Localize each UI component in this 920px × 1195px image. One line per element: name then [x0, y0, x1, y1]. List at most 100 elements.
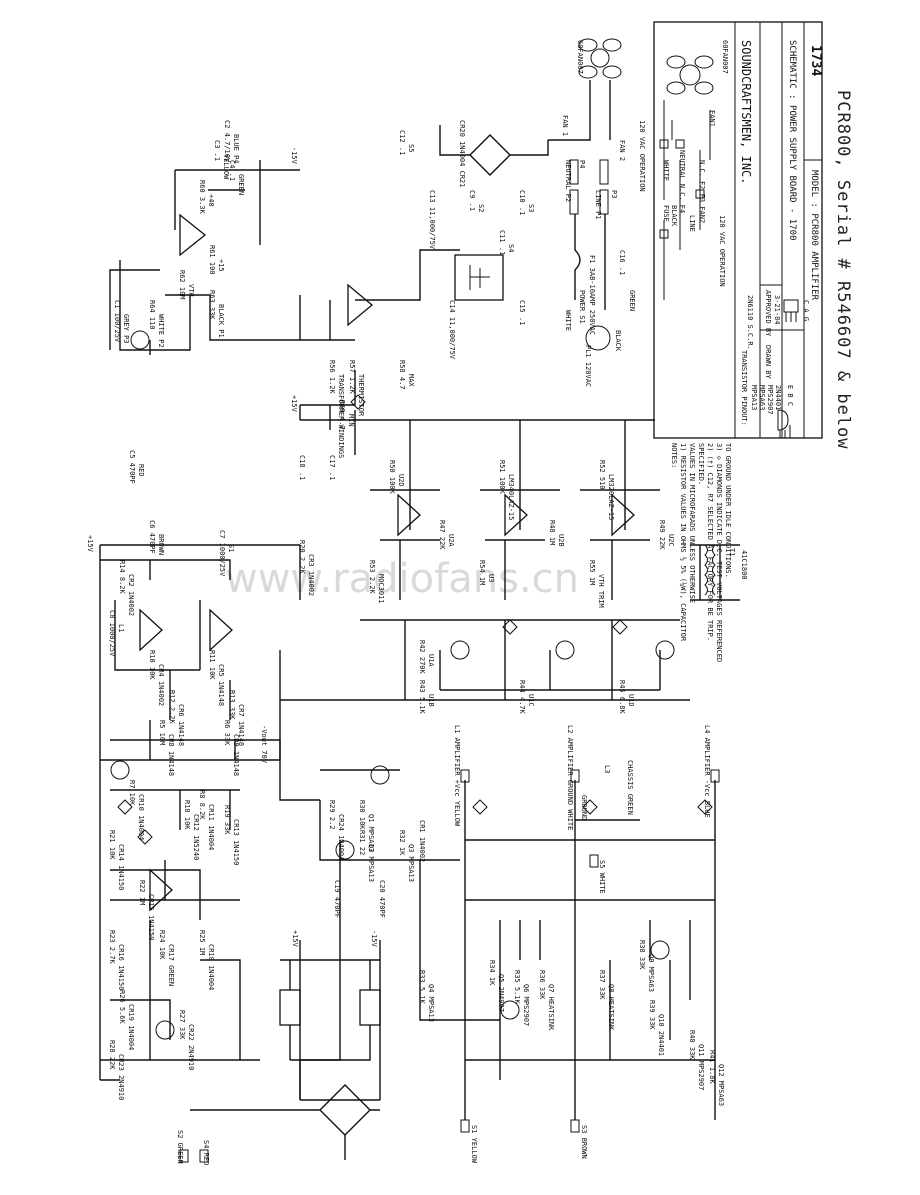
opamp-u2c — [209, 608, 233, 652]
fan-icon — [666, 55, 714, 95]
resistor-label-0: R14 8.2K — [118, 560, 126, 595]
resistor-label-19: R28 22K — [108, 1040, 116, 1070]
title-block-frame — [653, 21, 823, 439]
resistor-label-11: R19 33K — [223, 805, 231, 835]
opamp-u1c — [397, 493, 421, 537]
diode-label-3: CR4 1N4002 — [157, 664, 165, 706]
label-s2: S2 GREEN — [176, 1130, 184, 1164]
title-fan-part: 60FAN007 — [721, 40, 729, 74]
resistor-label-14: R23 2.7K — [108, 930, 116, 965]
connector-labels: L1 AMPLIFIER +Vcc YELLOW L2 AMPLIFIER GR… — [176, 725, 711, 1165]
capacitor-label-16: C17 .1 — [328, 455, 336, 480]
transformer-secondary-label-0: YELLOW — [222, 154, 230, 180]
resistor-label-40: R50 100K — [388, 460, 396, 495]
transformer-secondary-label-6: S2 — [477, 204, 485, 212]
resistor-label-16: R25 1M — [198, 930, 206, 955]
pinout-scr: 2N6110 S.C.R. — [746, 295, 754, 350]
diode-label-0: CR1 1N4002 — [418, 820, 426, 862]
u3-box — [454, 254, 504, 301]
fan-power-switch: POWER S1 — [578, 290, 586, 324]
capacitor-label-19: C20 470PF — [378, 880, 386, 918]
label-m15v-top: -15V — [290, 147, 298, 165]
capacitor-label-2: C3 .1 — [213, 140, 221, 161]
title-doc-number: 1734 — [808, 45, 823, 76]
resistor-label-48: R58 4.7 — [398, 360, 406, 390]
transformer-primary-label-0: BLACK P1 — [217, 304, 225, 338]
resistor-label-49: R59 4.7 — [338, 400, 346, 430]
resistor-label-21: R30 10K — [358, 800, 366, 830]
title-option-5: FUSE — [662, 205, 670, 222]
title-option-4: LINE — [688, 215, 696, 232]
opamp-u1d — [179, 213, 207, 257]
label-m15v-reg: -15V — [370, 930, 378, 948]
resistor-label-26: R35 5.1K — [513, 970, 521, 1005]
capacitor-label-1: C2 4.7/10V — [223, 120, 231, 163]
pinout-part-3: 2N4401 — [774, 385, 782, 410]
resistor-label-39: R49 22K — [658, 520, 666, 550]
title-option-2: FAN1 — [708, 110, 716, 127]
fan-wire-green: GREEN — [628, 290, 636, 311]
resistor-label-42: R52 510 — [598, 460, 606, 490]
pinout-scr-pins: C A G — [802, 300, 810, 321]
resistor-label-44: R54 1M — [478, 560, 486, 585]
note-line-1: 1) RESISTOR VALUES IN OHMS ½ 5% (¼W), CA… — [679, 443, 687, 642]
label-s4: S4 RED — [202, 1140, 210, 1165]
resistor-label-31: R40 33K — [688, 1030, 696, 1060]
ic-label-0: LM340LAZ-15 — [507, 474, 515, 520]
transformer-secondary-label-5: L1 — [117, 624, 125, 632]
transformer-secondary-label-9: S5 — [407, 144, 415, 152]
misc-label-6: +15 — [217, 259, 225, 272]
transistor-label-1: Q2 MPSA13 — [367, 844, 375, 882]
diode-label-4: CR5 1N4148 — [217, 664, 225, 706]
title-option-1: NEUTRAL N.C. F4 — [678, 150, 686, 213]
label-l1: L1 AMPLIFIER +Vcc YELLOW — [453, 725, 461, 827]
transformer-ref: T1 — [728, 548, 736, 556]
resistor-label-17: R26 5.6K — [118, 990, 126, 1025]
pinout-part-1: MPSA63 — [758, 385, 766, 410]
transformer-secondary-label-7: S3 — [527, 204, 535, 212]
transistor-q12 — [110, 760, 130, 780]
misc-label-5: +40 — [207, 194, 215, 207]
label-p15v-mid: +15V — [290, 395, 298, 413]
transistor-q4 — [370, 765, 390, 785]
label-p15v-reg: +15V — [291, 930, 299, 948]
opamp-label-7: U2D — [397, 474, 405, 487]
transformer-part: 41C1800 — [740, 550, 748, 580]
resistor-label-6: R5 10M — [158, 720, 166, 745]
resistor-label-53: R63 33K — [208, 290, 216, 320]
capacitor-label-10: C11 .1 — [498, 230, 506, 255]
capacitor-label-6: C7 1000/25V — [218, 530, 226, 577]
transistor-label-4: Q5 2N4907 — [497, 974, 505, 1012]
diode-label-13: CR14 1N4150 — [117, 844, 125, 890]
diode-label-1: CR2 1N4002 — [127, 574, 135, 616]
diode-label-17: CR18 1N4004 — [207, 944, 215, 990]
regulator-u5 — [279, 989, 301, 1026]
fan-line-label-3: P3 — [610, 190, 618, 198]
transistor-q5 — [130, 330, 150, 350]
resistor-label-35: R44 4.7K — [518, 680, 526, 715]
pinout-title: TRANSISTOR PINOUT: — [740, 350, 748, 426]
opamps — [139, 213, 635, 912]
resistor-label-46: R56 1.2K — [328, 360, 336, 395]
transformer-primary-label-3: BLUE P4 — [232, 134, 240, 164]
diode-label-15: CR16 1N4150 — [117, 944, 125, 990]
resistor-label-32: R41 1.8K — [708, 1050, 716, 1085]
title-company: SOUNDCRAFTSMEN, INC. — [739, 40, 753, 185]
resistor-label-12: R21 10K — [108, 830, 116, 860]
pinout-part-0: MPSA13 — [750, 385, 758, 410]
title-approved: APPROVED BY — [764, 290, 772, 337]
transistor-label-6: Q7 HEATSINK — [547, 984, 555, 1031]
capacitor-label-14: C15 .1 — [518, 300, 526, 325]
transistor-label-11: Q12 MPSA63 — [717, 1064, 725, 1106]
fan-line-label-4: FAN 2 — [618, 140, 626, 161]
fan-fuse: F1 3AB-10AMP 250VAC — [588, 255, 596, 335]
resistor-label-47: R57 1.2K — [348, 360, 356, 395]
title-schematic: SCHEMATIC : POWER SUPPLY BOARD - 1700 — [787, 40, 797, 240]
title-drawn: DRAWN BY — [764, 345, 772, 380]
resistor-label-25: R34 1K — [488, 960, 496, 986]
resistor-label-50: R60 3.3K — [198, 180, 206, 215]
misc-label-1: TRANSFORMER WINDINGS — [337, 374, 345, 458]
capacitor-label-9: C10 .1 — [518, 190, 526, 215]
capacitor-label-3: C4 .1 — [228, 160, 236, 181]
